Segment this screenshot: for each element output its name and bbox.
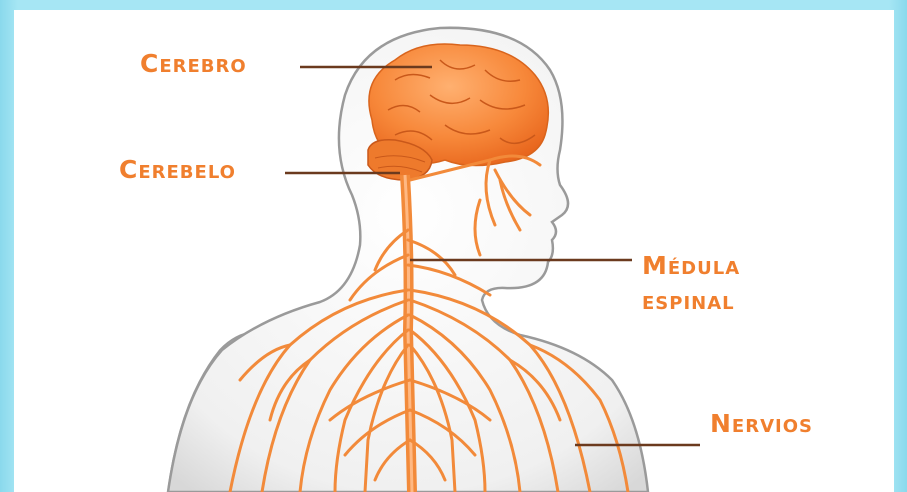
- label-medula-line2: espinal: [642, 288, 735, 313]
- label-medula-line1: Médula: [642, 253, 740, 278]
- label-cerebelo: Cerebelo: [119, 157, 236, 182]
- label-nervios: Nervios: [710, 411, 813, 436]
- label-cerebro: Cerebro: [140, 51, 247, 76]
